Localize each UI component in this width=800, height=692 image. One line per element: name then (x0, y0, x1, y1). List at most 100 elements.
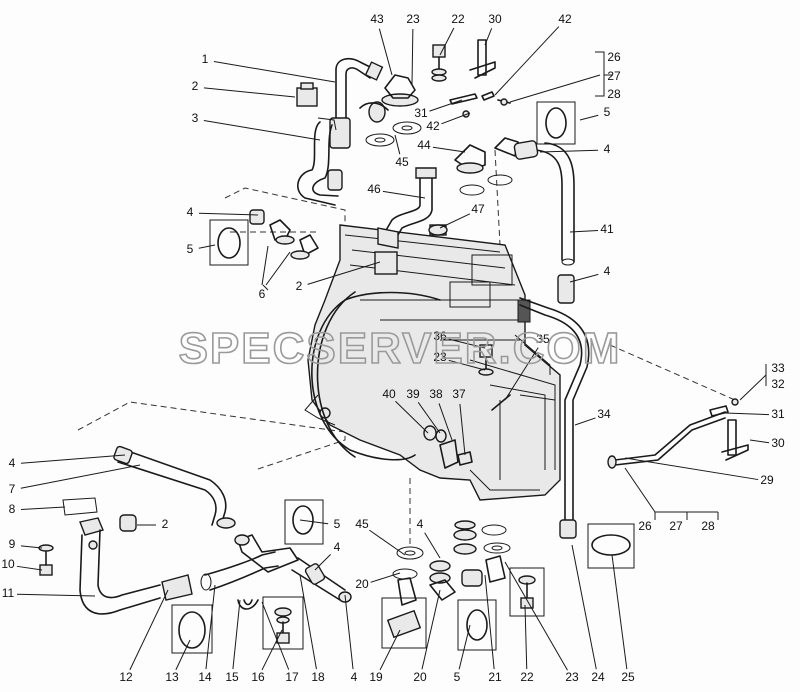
callout-c4a: 4 (604, 142, 611, 156)
leader-c10 (16, 565, 43, 571)
callout-c11: 11 (2, 586, 15, 600)
leader-c22a (439, 27, 455, 56)
callout-c23a: 23 (406, 12, 420, 26)
callout-c22b: 22 (520, 670, 534, 684)
callout-c20a: 20 (355, 577, 369, 591)
leader-c14 (205, 584, 216, 670)
leader-c5d (458, 624, 471, 670)
callout-c47: 47 (471, 202, 485, 216)
tube-34 (519, 297, 749, 569)
callout-c10: 10 (1, 557, 15, 571)
leader-c45b (369, 529, 406, 556)
callout-c6: 6 (259, 287, 266, 301)
leader-c13 (175, 639, 191, 671)
callout-c41: 41 (600, 222, 614, 236)
callout-c3: 3 (192, 111, 199, 125)
fan-shroud-ring (311, 291, 441, 461)
callout-c4g: 4 (351, 670, 358, 684)
callout-c2b: 2 (296, 279, 303, 293)
leader-c42b (441, 112, 471, 125)
leader-c3 (203, 119, 321, 141)
callout-c17: 17 (285, 670, 299, 684)
leader-c23a (411, 28, 414, 86)
leader-c1 (213, 61, 336, 83)
leader-c4c (569, 273, 599, 283)
leader-c19 (379, 629, 401, 671)
callout-c30b: 30 (771, 436, 785, 450)
callout-c1: 1 (202, 52, 209, 66)
leader-c31b (724, 412, 770, 416)
callout-c37: 37 (452, 387, 466, 401)
leader-c2a (203, 87, 296, 98)
callout-c4d: 4 (9, 456, 16, 470)
callout-c43: 43 (370, 12, 384, 26)
leader-c43 (378, 28, 393, 76)
callout-c35: 35 (536, 332, 550, 346)
leader-c4e (424, 532, 441, 559)
leader-c29 (624, 457, 759, 481)
callout-c27b: 27 (669, 519, 683, 533)
leader-c31a (429, 99, 463, 112)
leader-c42a (494, 26, 560, 96)
leader-c24 (571, 544, 597, 670)
callout-c31a: 31 (414, 106, 428, 120)
leader-c37 (459, 403, 466, 456)
leader-c2b (307, 261, 381, 285)
leader-c20b (421, 589, 441, 670)
callout-c4e: 4 (417, 517, 424, 531)
callout-c45b: 45 (355, 517, 369, 531)
leader-c44 (432, 146, 466, 153)
callout-c2c: 2 (162, 517, 169, 531)
callout-c31b: 31 (771, 407, 785, 421)
callout-c5b: 5 (187, 242, 194, 256)
callout-c4c: 4 (604, 264, 611, 278)
leader-c38 (438, 403, 453, 441)
leader-c5b (198, 244, 216, 249)
leader-c4b (198, 212, 259, 216)
leader-c25 (611, 554, 628, 670)
callout-c21: 21 (488, 670, 502, 684)
callout-c19: 19 (369, 670, 383, 684)
callout-c40: 40 (382, 387, 396, 401)
callout-c29: 29 (760, 473, 774, 487)
callout-c14: 14 (198, 670, 212, 684)
upper-left-hoses (296, 57, 384, 206)
leader-c34 (574, 417, 596, 426)
leader-c15 (232, 599, 241, 670)
callout-c33: 33 (771, 361, 785, 375)
callout-brackets (261, 51, 767, 520)
leader-c22b (524, 604, 528, 670)
callout-c30a: 30 (488, 12, 502, 26)
leader-c16 (261, 629, 283, 671)
leader-c39 (417, 402, 441, 434)
leader-c4a (539, 149, 599, 153)
leader-lines (16, 26, 770, 671)
center-hoses (209, 101, 576, 304)
leader-c30a (484, 28, 493, 46)
leader-c23c (504, 561, 568, 671)
callout-c34: 34 (597, 407, 611, 421)
callout-c44: 44 (417, 138, 431, 152)
callout-c13: 13 (165, 670, 179, 684)
leader-c4g (344, 594, 354, 670)
callout-c15: 15 (225, 670, 239, 684)
callout-c36: 36 (433, 329, 447, 343)
callout-c4b: 4 (187, 205, 194, 219)
center-detail (423, 344, 511, 469)
leader-c30b (749, 439, 770, 444)
callout-c28a: 28 (607, 87, 621, 101)
leader-c36 (448, 338, 486, 349)
leader-c5c (299, 519, 329, 525)
callout-c24: 24 (591, 670, 605, 684)
leader-c45a (394, 134, 401, 155)
callout-c7: 7 (9, 482, 16, 496)
callout-c25: 25 (621, 670, 635, 684)
leader-c35 (504, 347, 539, 401)
callout-c22a: 22 (451, 12, 465, 26)
leader-c40 (395, 400, 429, 434)
leader-c23b (448, 359, 486, 371)
callout-c2a: 2 (192, 79, 199, 93)
lower-center-fittings (381, 520, 545, 651)
